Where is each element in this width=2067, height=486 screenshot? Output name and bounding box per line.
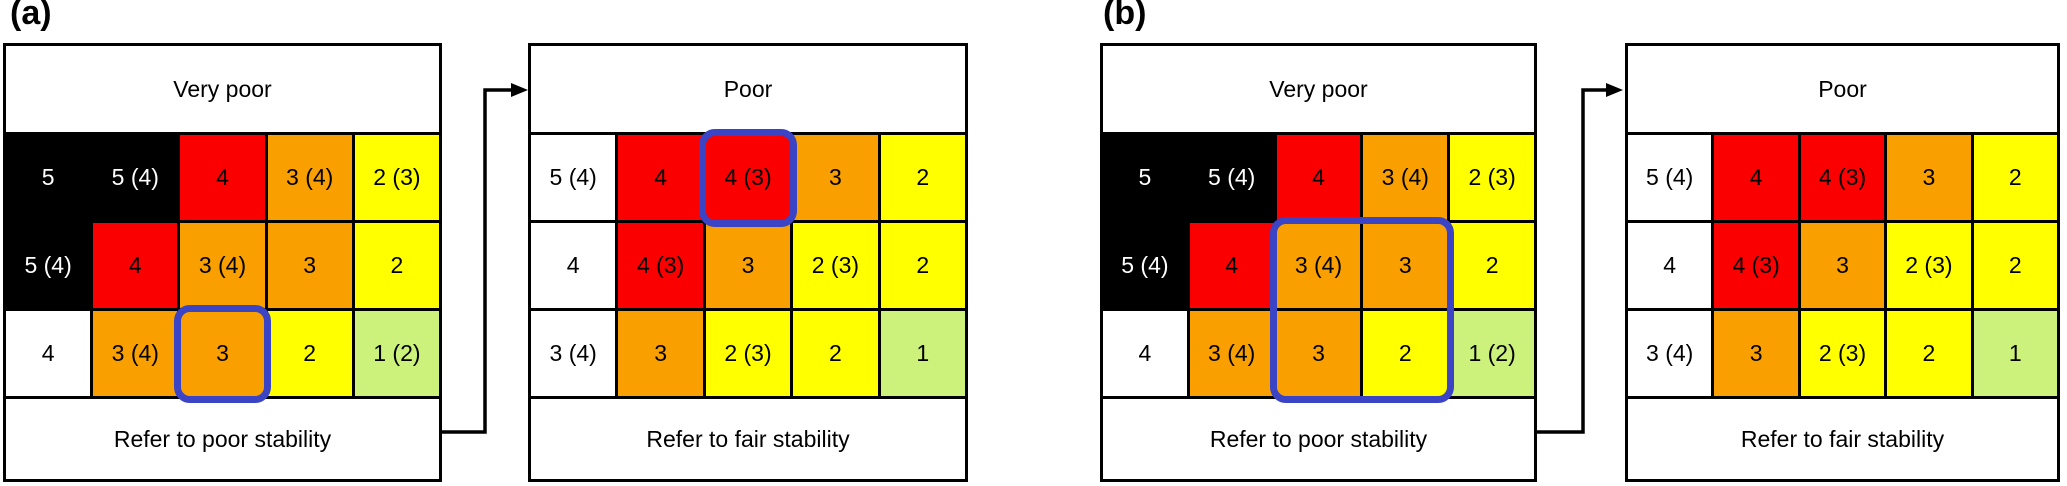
matrix-cell: 3 <box>267 223 352 308</box>
matrix-cell: 2 (3) <box>705 311 791 396</box>
matrix-cell: 5 (4) <box>1628 135 1712 220</box>
matrix-cell: 2 <box>880 223 965 308</box>
matrix-cell: 4 (3) <box>1800 135 1885 220</box>
grid-footer: Refer to poor stability <box>6 399 439 479</box>
matrix-cell: 2 <box>267 311 352 396</box>
matrix-cell: 4 <box>531 223 616 308</box>
grid-footer: Refer to fair stability <box>1628 399 2057 479</box>
flow-arrow-a <box>442 83 528 434</box>
matrix-cell: 3 <box>1276 311 1361 396</box>
matrix-cell: 2 (3) <box>1450 135 1534 220</box>
matrix-cell: 3 (4) <box>1276 223 1361 308</box>
matrix-cell: 3 <box>1363 223 1448 308</box>
matrix-cell: 3 <box>1714 311 1798 396</box>
matrix-cell: 2 (3) <box>793 223 878 308</box>
matrix-cell: 1 <box>1973 311 2057 396</box>
matrix-cell: 3 (4) <box>180 223 265 308</box>
matrix-cell: 3 <box>705 223 791 308</box>
matrix-cell: 4 <box>1189 223 1274 308</box>
matrix-cell: 5 (4) <box>1189 135 1274 220</box>
grid-header: Poor <box>1628 46 2057 132</box>
matrix-cell: 5 (4) <box>531 135 616 220</box>
panel-b-label: (b) <box>1103 0 1147 32</box>
matrix-cell: 2 <box>1450 223 1534 308</box>
matrix-cell: 2 <box>880 135 965 220</box>
matrix-cell: 1 (2) <box>1450 311 1534 396</box>
matrix-cell: 4 <box>6 311 91 396</box>
matrix-cell: 2 <box>793 311 878 396</box>
matrix-cell: 3 <box>1800 223 1885 308</box>
matrix-cell: 3 <box>618 311 703 396</box>
matrix-cell: 5 (4) <box>1103 223 1187 308</box>
matrix-cell: 3 <box>180 311 265 396</box>
matrix-cell: 2 <box>1363 311 1448 396</box>
matrix-cell: 4 (3) <box>1714 223 1798 308</box>
matrix-cell: 2 <box>1973 135 2057 220</box>
matrix-cell: 5 <box>6 135 91 220</box>
matrix-cell: 4 <box>618 135 703 220</box>
grid-footer: Refer to fair stability <box>531 399 965 479</box>
matrix-cell: 3 <box>1887 135 1971 220</box>
matrix-cell: 2 (3) <box>1887 223 1971 308</box>
matrix-cell: 2 (3) <box>1800 311 1885 396</box>
panel-a-label: (a) <box>10 0 52 32</box>
matrix-cell: 4 <box>1628 223 1712 308</box>
matrix-cell: 5 (4) <box>6 223 91 308</box>
matrix-cell: 5 <box>1103 135 1187 220</box>
matrix-cell: 1 <box>880 311 965 396</box>
matrix-cell: 1 (2) <box>354 311 439 396</box>
matrix-cell: 4 <box>180 135 265 220</box>
matrix-cell: 4 <box>1103 311 1187 396</box>
matrix-cell: 2 <box>1887 311 1971 396</box>
matrix-cell: 4 <box>93 223 178 308</box>
matrix-cell: 5 (4) <box>93 135 178 220</box>
matrix-cell: 3 (4) <box>531 311 616 396</box>
matrix-cell: 4 <box>1276 135 1361 220</box>
flow-arrow-b <box>1537 83 1623 434</box>
matrix-cell: 3 <box>793 135 878 220</box>
grid-header: Very poor <box>1103 46 1534 132</box>
matrix-cell: 4 (3) <box>618 223 703 308</box>
matrix-cell: 4 (3) <box>705 135 791 220</box>
matrix-cell: 2 <box>1973 223 2057 308</box>
matrix-cell: 3 (4) <box>93 311 178 396</box>
grid-header: Poor <box>531 46 965 132</box>
matrix-cell: 3 (4) <box>1363 135 1448 220</box>
matrix-cell: 3 (4) <box>267 135 352 220</box>
matrix-cell: 3 (4) <box>1628 311 1712 396</box>
grid-header: Very poor <box>6 46 439 132</box>
grid-footer: Refer to poor stability <box>1103 399 1534 479</box>
matrix-cell: 2 <box>354 223 439 308</box>
matrix-cell: 2 (3) <box>354 135 439 220</box>
matrix-cell: 4 <box>1714 135 1798 220</box>
matrix-cell: 3 (4) <box>1189 311 1274 396</box>
